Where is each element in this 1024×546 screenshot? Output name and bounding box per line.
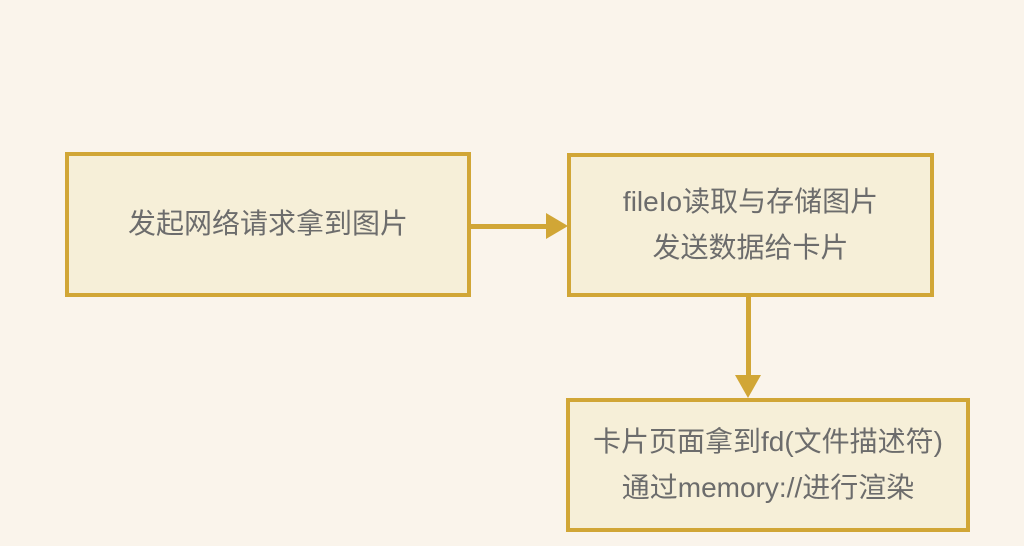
arrow-down-line xyxy=(746,297,751,379)
arrow-right-line xyxy=(470,224,550,229)
node-network-request: 发起网络请求拿到图片 xyxy=(65,152,471,297)
node-fileio-store-text-line1: fileIo读取与存储图片 xyxy=(622,185,879,217)
node-fileio-store: fileIo读取与存储图片 发送数据给卡片 xyxy=(567,153,934,297)
node-fileio-store-text-line2: 发送数据给卡片 xyxy=(652,231,849,263)
arrow-down-head-icon xyxy=(735,375,761,398)
node-network-request-text: 发起网络请求拿到图片 xyxy=(127,208,408,240)
node-card-render: 卡片页面拿到fd(文件描述符) 通过memory://进行渲染 xyxy=(566,398,970,532)
node-card-render-text-line1: 卡片页面拿到fd(文件描述符) xyxy=(592,425,943,457)
node-card-render-text-line2: 通过memory://进行渲染 xyxy=(621,471,915,503)
arrow-right-head-icon xyxy=(546,213,568,239)
